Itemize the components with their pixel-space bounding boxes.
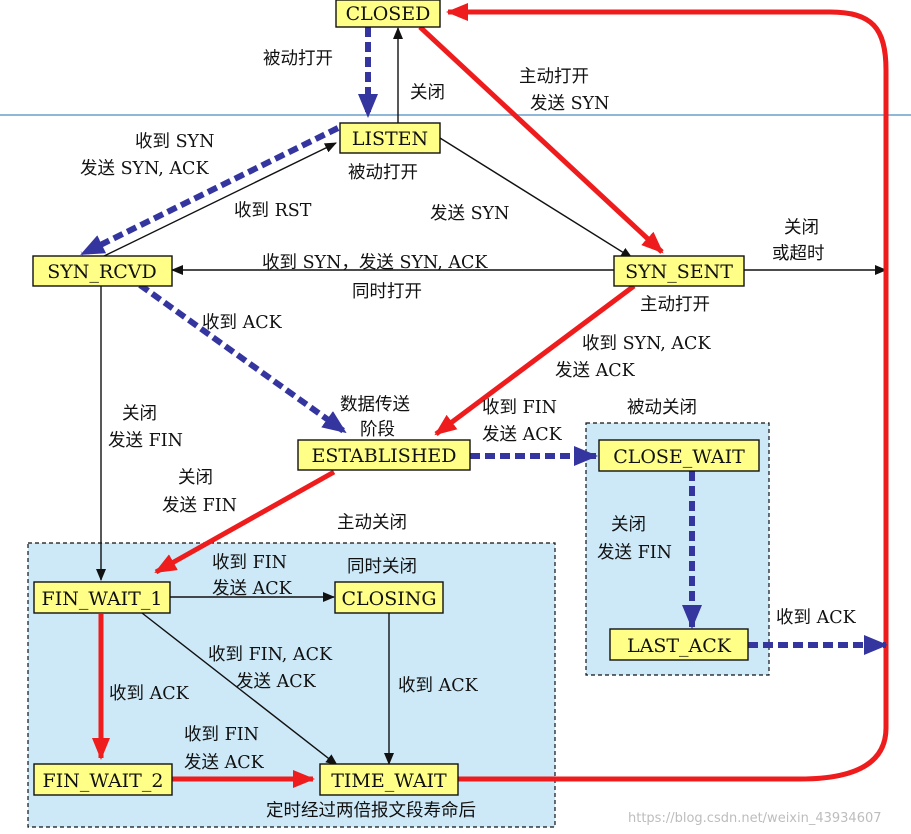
label-active-open-1: 主动打开 (519, 67, 589, 87)
label-recv-fin-fw2-2: 发送 ACK (184, 753, 265, 773)
label-close-send-fin-cw-1: 关闭 (611, 515, 646, 535)
label-recv-ack-last: 收到 ACK (776, 608, 857, 628)
label-recv-fin-1: 收到 FIN (482, 398, 557, 418)
label-recv-ack-closing: 收到 ACK (398, 676, 479, 696)
state-time-wait: TIME_WAIT (319, 763, 459, 796)
label-passive-open-top: 被动打开 (263, 49, 333, 69)
label-passive-close: 被动关闭 (627, 398, 697, 418)
edge-listen-to-syn-rcvd (80, 125, 340, 257)
state-fin-wait-1-label: FIN_WAIT_1 (42, 588, 163, 610)
label-close-timeout-2: 或超时 (772, 244, 825, 264)
label-recv-fin-fw2-1: 收到 FIN (184, 725, 259, 745)
label-simul-open-2: 同时打开 (352, 282, 422, 302)
edge-established-to-fin-wait-1 (154, 469, 336, 575)
label-close-timeout-1: 关闭 (784, 218, 819, 238)
state-closed-label: CLOSED (346, 3, 431, 25)
label-close-send-fin-cw-2: 发送 FIN (597, 543, 672, 563)
label-close-send-fin-left-2: 发送 FIN (108, 431, 183, 451)
state-closing: CLOSING (334, 581, 444, 614)
state-established: ESTABLISHED (297, 439, 471, 471)
state-syn-sent-label: SYN_SENT (625, 261, 733, 283)
state-syn-rcvd-label: SYN_RCVD (47, 261, 156, 283)
label-data-transfer-1: 数据传送 (340, 395, 410, 415)
state-closed: CLOSED (335, 0, 441, 28)
edge-fin-wait-1-to-time-wait (141, 612, 338, 766)
label-recv-ack-syn-rcvd: 收到 ACK (202, 313, 283, 333)
label-recv-finack-2: 发送 ACK (236, 672, 317, 692)
state-syn-sent: SYN_SENT (613, 255, 745, 287)
label-recv-fin-2: 发送 ACK (482, 425, 563, 445)
label-recv-ack-fw1: 收到 ACK (109, 684, 190, 704)
state-last-ack: LAST_ACK (609, 628, 749, 661)
state-close-wait: CLOSE_WAIT (598, 439, 760, 472)
state-listen-label: LISTEN (352, 128, 428, 150)
label-close-top: 关闭 (410, 83, 445, 103)
state-fin-wait-1: FIN_WAIT_1 (33, 581, 171, 614)
edge-time-wait-to-closed (446, 3, 889, 782)
edge-syn-rcvd-to-established (138, 282, 347, 435)
label-send-syn: 发送 SYN (430, 204, 509, 224)
label-active-open-syn-sent: 主动打开 (640, 295, 710, 315)
edge-listen-to-syn-sent (439, 137, 633, 259)
label-recv-syn-1: 收到 SYN (135, 132, 214, 152)
label-close-send-fin-est-2: 发送 FIN (162, 496, 237, 516)
state-fin-wait-2-label: FIN_WAIT_2 (43, 770, 164, 792)
edge-closed-to-syn-sent (418, 25, 664, 254)
state-listen: LISTEN (339, 122, 441, 154)
label-close-send-fin-est-1: 关闭 (178, 468, 213, 488)
label-simul-open-1: 收到 SYN，发送 SYN, ACK (262, 253, 488, 273)
state-last-ack-label: LAST_ACK (627, 635, 732, 657)
edge-syn-rcvd-to-listen (99, 142, 337, 259)
label-recv-fin-fw1-1: 收到 FIN (212, 553, 287, 573)
watermark-text: https://blog.csdn.net/weixin_43934607 (628, 811, 882, 826)
state-time-wait-label: TIME_WAIT (331, 770, 447, 792)
label-simul-close: 同时关闭 (347, 557, 417, 577)
state-fin-wait-2: FIN_WAIT_2 (33, 763, 173, 796)
label-data-transfer-2: 阶段 (360, 420, 395, 440)
label-active-close: 主动关闭 (337, 513, 407, 533)
state-closing-label: CLOSING (341, 588, 436, 610)
label-close-send-fin-left-1: 关闭 (122, 404, 157, 424)
state-close-wait-label: CLOSE_WAIT (613, 446, 745, 468)
state-established-label: ESTABLISHED (311, 445, 456, 467)
label-active-open-2: 发送 SYN (530, 94, 609, 114)
label-recv-finack-1: 收到 FIN, ACK (208, 645, 333, 665)
label-recv-synack-1: 收到 SYN, ACK (582, 334, 711, 354)
edge-syn-sent-to-established (434, 283, 636, 437)
label-recv-fin-fw1-2: 发送 ACK (212, 579, 293, 599)
label-recv-syn-2: 发送 SYN, ACK (80, 159, 209, 179)
label-passive-open-listen: 被动打开 (348, 163, 418, 183)
label-recv-rst: 收到 RST (234, 201, 312, 221)
label-recv-synack-2: 发送 ACK (555, 361, 636, 381)
label-timeout-2msl: 定时经过两倍报文段寿命后 (266, 801, 476, 821)
state-syn-rcvd: SYN_RCVD (32, 255, 173, 287)
